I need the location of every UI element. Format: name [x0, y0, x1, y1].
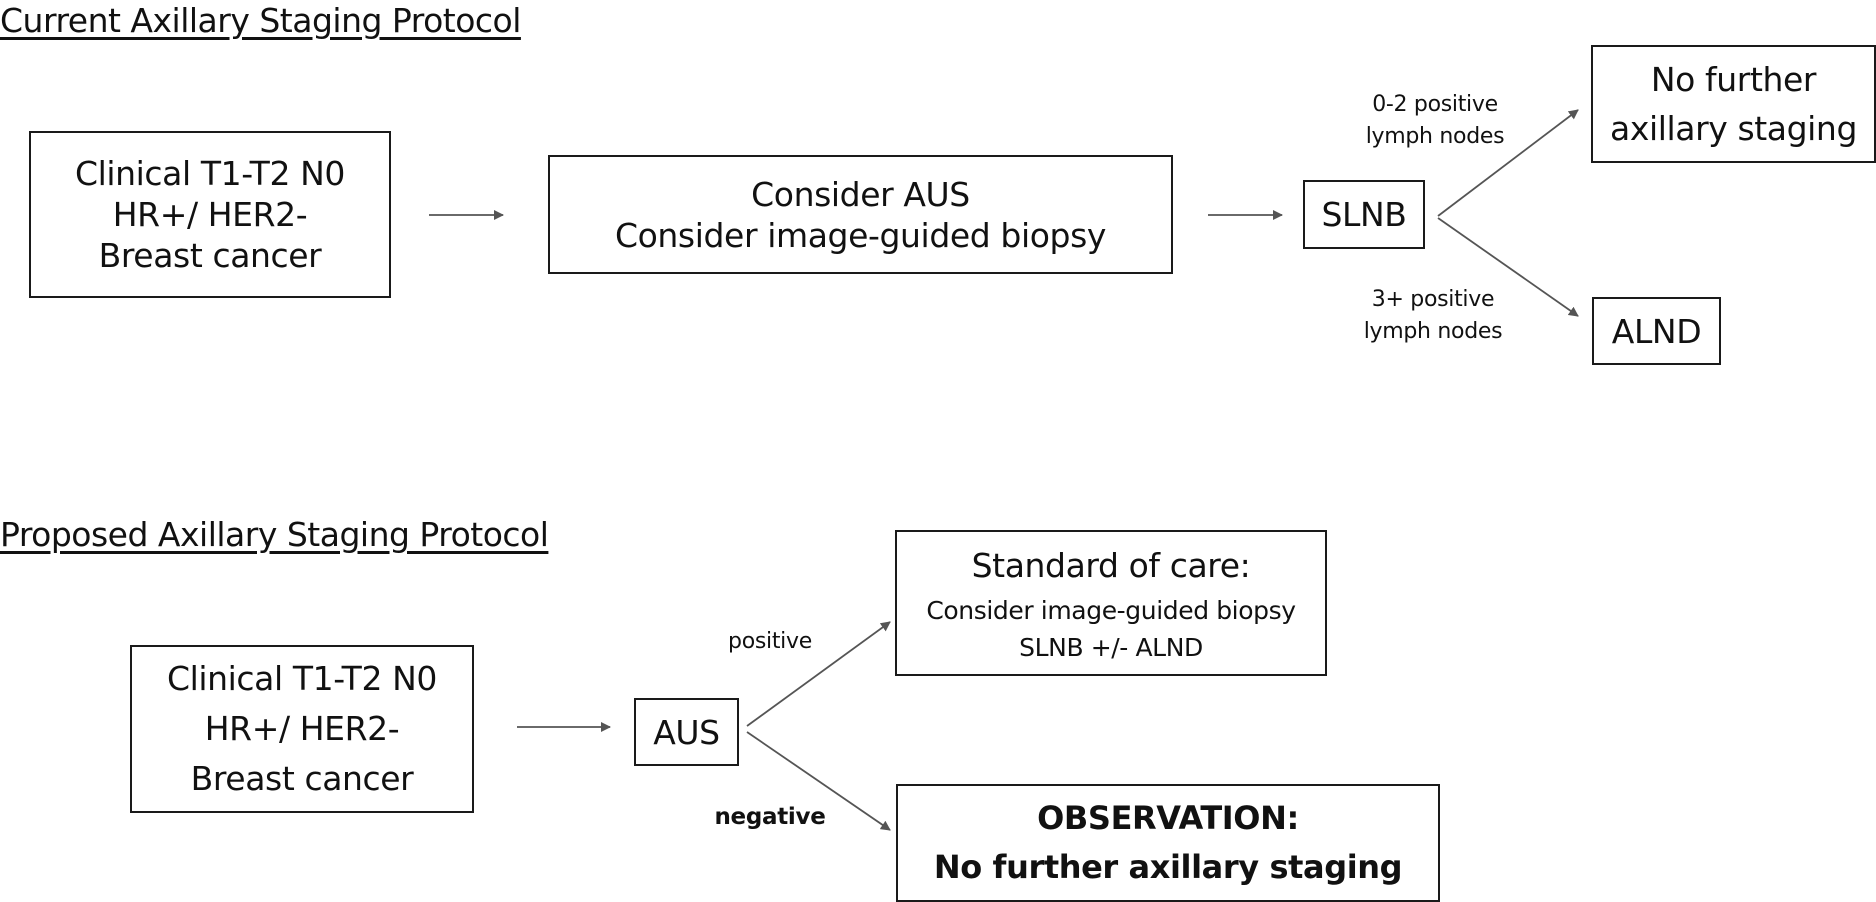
- observation-box: OBSERVATION: No further axillary staging: [896, 784, 1440, 902]
- arrow-slnb-to-no-further: [1437, 109, 1579, 217]
- current-start-line-2: HR+/ HER2-: [112, 195, 308, 234]
- upper-branch-label-line-2: lymph nodes: [1365, 124, 1505, 149]
- current-start-box: Clinical T1-T2 N0 HR+/ HER2- Breast canc…: [29, 131, 391, 298]
- alnd-label: ALND: [1611, 311, 1702, 351]
- aus-label: AUS: [653, 712, 720, 752]
- arrow-aus-to-standard: [746, 621, 891, 727]
- proposed-start-line-2: HR+/ HER2-: [204, 709, 400, 748]
- no-further-line-2: axillary staging: [1610, 109, 1857, 148]
- consider-aus-line-2: Consider image-guided biopsy: [614, 215, 1106, 255]
- observation-line: No further axillary staging: [933, 848, 1403, 886]
- upper-branch-label: 0-2 positive lymph nodes: [1355, 89, 1515, 153]
- standard-of-care-line-1: Consider image-guided biopsy: [926, 596, 1296, 625]
- proposed-start-line-3: Breast cancer: [190, 759, 414, 798]
- lower-branch-label-line-1: 3+ positive: [1371, 287, 1495, 312]
- proposed-start-box: Clinical T1-T2 N0 HR+/ HER2- Breast canc…: [130, 645, 474, 813]
- arrow-aus-to-observation: [746, 731, 891, 831]
- no-further-staging-box: No further axillary staging: [1591, 45, 1876, 163]
- observation-heading: OBSERVATION:: [1037, 799, 1299, 837]
- lower-branch-label: 3+ positive lymph nodes: [1353, 284, 1513, 348]
- current-protocol-title: Current Axillary Staging Protocol: [0, 1, 521, 40]
- consider-aus-box: Consider AUS Consider image-guided biops…: [548, 155, 1173, 274]
- current-start-line-1: Clinical T1-T2 N0: [74, 154, 346, 193]
- positive-branch-text: positive: [728, 629, 812, 654]
- arrow-slnb-to-alnd: [1437, 217, 1579, 317]
- proposed-start-line-1: Clinical T1-T2 N0: [166, 659, 438, 698]
- positive-branch-label: positive: [710, 626, 830, 658]
- negative-branch-label: negative: [700, 801, 840, 833]
- upper-branch-label-line-1: 0-2 positive: [1372, 92, 1498, 117]
- proposed-protocol-title: Proposed Axillary Staging Protocol: [0, 515, 549, 554]
- slnb-label: SLNB: [1321, 195, 1407, 234]
- current-start-line-3: Breast cancer: [98, 236, 322, 275]
- negative-branch-text: negative: [714, 804, 826, 830]
- alnd-box: ALND: [1592, 297, 1721, 365]
- standard-of-care-line-2: SLNB +/- ALND: [1019, 633, 1203, 662]
- consider-aus-line-1: Consider AUS: [751, 174, 970, 214]
- standard-of-care-box: Standard of care: Consider image-guided …: [895, 530, 1327, 676]
- slnb-box: SLNB: [1303, 180, 1425, 249]
- no-further-line-1: No further: [1650, 60, 1817, 99]
- lower-branch-label-line-2: lymph nodes: [1363, 319, 1503, 344]
- aus-box: AUS: [634, 698, 739, 766]
- standard-of-care-heading: Standard of care:: [971, 546, 1251, 585]
